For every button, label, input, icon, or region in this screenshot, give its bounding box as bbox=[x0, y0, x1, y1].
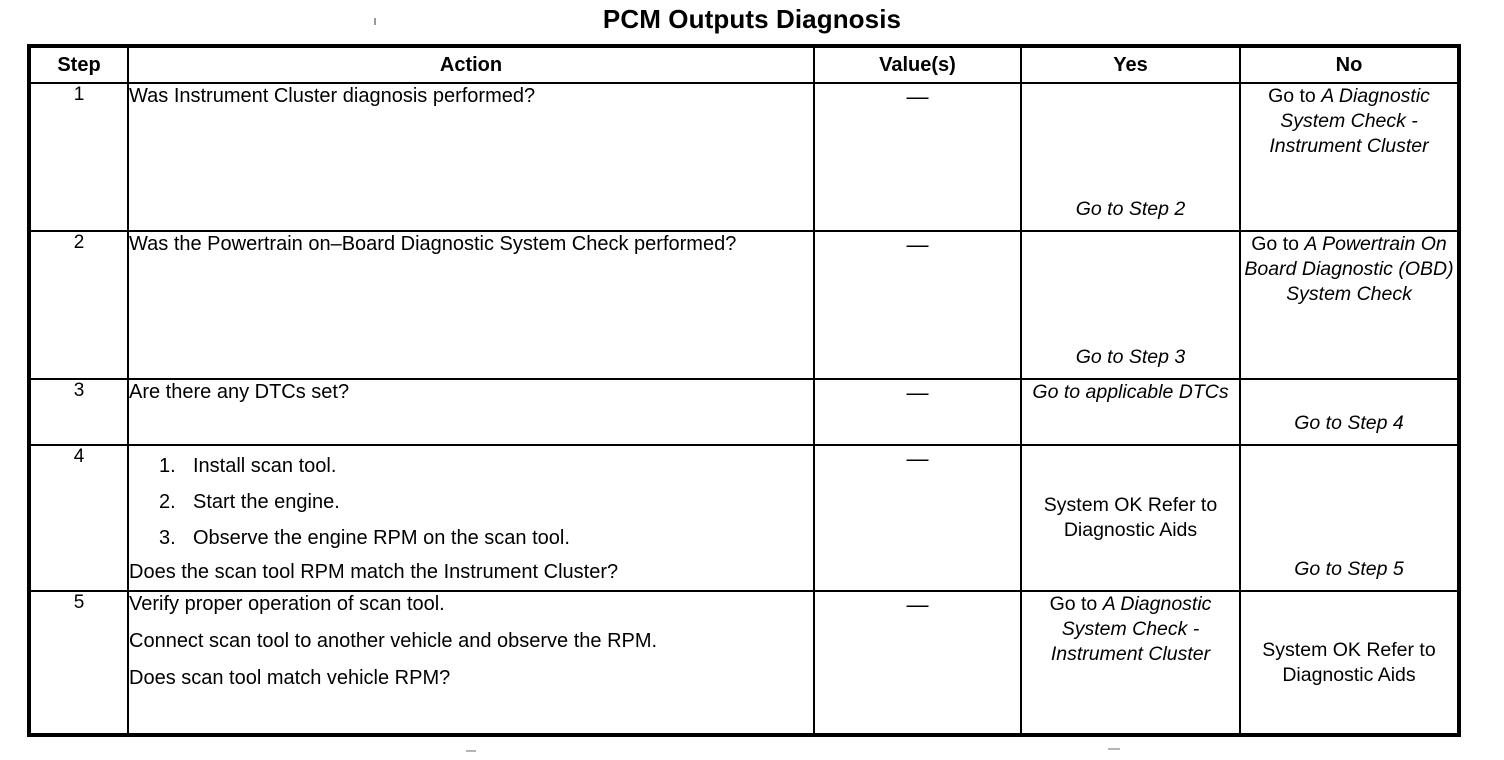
value-cell: — bbox=[813, 444, 1022, 592]
no-cell: Go to Step 5 bbox=[1239, 444, 1460, 592]
table-row: 1 Was Instrument Cluster diagnosis perfo… bbox=[28, 82, 1460, 232]
column-header-yes: Yes bbox=[1020, 45, 1241, 84]
yes-reference: A Diagnostic System Check - Instrument C… bbox=[1050, 593, 1212, 665]
table-row: 4 Install scan tool. Start the engine. O… bbox=[28, 444, 1460, 592]
action-step-list: Install scan tool. Start the engine. Obs… bbox=[129, 448, 813, 556]
step-number: 4 bbox=[28, 444, 129, 592]
yes-text: Go to Step 2 bbox=[1075, 198, 1186, 220]
value-cell: — bbox=[813, 378, 1022, 446]
list-item: Observe the engine RPM on the scan tool. bbox=[159, 520, 570, 556]
column-header-no: No bbox=[1239, 45, 1460, 84]
diagnostic-table-wrapper: Step Action Value(s) Yes No 1 Was Instru… bbox=[27, 44, 1461, 737]
yes-cell: Go to Step 2 bbox=[1020, 82, 1241, 232]
no-text: Go to Step 5 bbox=[1294, 558, 1404, 580]
scan-artifact-speck-bottom-right bbox=[1108, 748, 1120, 750]
step-number: 2 bbox=[28, 230, 129, 380]
no-prefix: Go to bbox=[1268, 85, 1322, 107]
action-text: Verify proper operation of scan tool. bbox=[129, 593, 445, 615]
table-row: 2 Was the Powertrain on–Board Diagnostic… bbox=[28, 230, 1460, 380]
action-cell: Was Instrument Cluster diagnosis perform… bbox=[127, 82, 815, 232]
yes-text: System OK Refer to Diagnostic Aids bbox=[1043, 494, 1218, 541]
pcm-outputs-diagnosis-table: Step Action Value(s) Yes No 1 Was Instru… bbox=[27, 44, 1461, 737]
list-item: Start the engine. bbox=[159, 484, 340, 520]
table-row: 3 Are there any DTCs set? — Go to applic… bbox=[28, 378, 1460, 446]
action-cell: Install scan tool. Start the engine. Obs… bbox=[127, 444, 815, 592]
no-reference: A Diagnostic System Check - Instrument C… bbox=[1269, 85, 1430, 157]
no-prefix: Go to bbox=[1251, 233, 1305, 255]
action-text: Was Instrument Cluster diagnosis perform… bbox=[129, 85, 536, 107]
action-cell: Are there any DTCs set? bbox=[127, 378, 815, 446]
action-question: Does the scan tool RPM match the Instrum… bbox=[129, 561, 619, 583]
no-cell: Go to A Powertrain On Board Diagnostic (… bbox=[1239, 230, 1460, 380]
yes-text: Go to applicable DTCs bbox=[1032, 381, 1229, 403]
no-reference: A Powertrain On Board Diagnostic (OBD) S… bbox=[1244, 233, 1454, 305]
yes-cell: Go to A Diagnostic System Check - Instru… bbox=[1020, 590, 1241, 736]
step-number: 3 bbox=[28, 378, 129, 446]
no-text: System OK Refer to Diagnostic Aids bbox=[1262, 638, 1436, 686]
list-item: Install scan tool. bbox=[159, 448, 337, 484]
value-cell: — bbox=[813, 590, 1022, 736]
step-number: 5 bbox=[28, 590, 129, 736]
no-cell: System OK Refer to Diagnostic Aids bbox=[1239, 590, 1460, 736]
yes-text: Go to Step 3 bbox=[1075, 346, 1186, 368]
table-row: 5 Verify proper operation of scan tool. … bbox=[28, 590, 1460, 736]
scan-artifact-speck-bottom-left bbox=[466, 750, 476, 752]
yes-cell: Go to applicable DTCs bbox=[1020, 378, 1241, 446]
yes-cell: Go to Step 3 bbox=[1020, 230, 1241, 380]
no-cell: Go to A Diagnostic System Check - Instru… bbox=[1239, 82, 1460, 232]
step-number: 1 bbox=[28, 82, 129, 232]
no-cell: Go to Step 4 bbox=[1239, 378, 1460, 446]
column-header-action: Action bbox=[127, 45, 815, 84]
action-text: Was the Powertrain on–Board Diagnostic S… bbox=[129, 233, 737, 255]
yes-prefix: Go to bbox=[1049, 593, 1103, 615]
column-header-step: Step bbox=[28, 45, 129, 84]
yes-cell: System OK Refer to Diagnostic Aids bbox=[1020, 444, 1241, 592]
table-header-row: Step Action Value(s) Yes No bbox=[28, 45, 1460, 84]
column-header-value: Value(s) bbox=[813, 45, 1022, 84]
action-cell: Was the Powertrain on–Board Diagnostic S… bbox=[127, 230, 815, 380]
action-question: Does scan tool match vehicle RPM? bbox=[129, 667, 451, 689]
no-text: Go to Step 4 bbox=[1294, 412, 1404, 434]
value-cell: — bbox=[813, 230, 1022, 380]
value-cell: — bbox=[813, 82, 1022, 232]
action-cell: Verify proper operation of scan tool. Co… bbox=[127, 590, 815, 736]
scan-artifact-speck bbox=[374, 18, 376, 25]
action-text: Are there any DTCs set? bbox=[129, 381, 350, 403]
page-title: PCM Outputs Diagnosis bbox=[602, 4, 902, 34]
action-text: Connect scan tool to another vehicle and… bbox=[129, 630, 658, 652]
